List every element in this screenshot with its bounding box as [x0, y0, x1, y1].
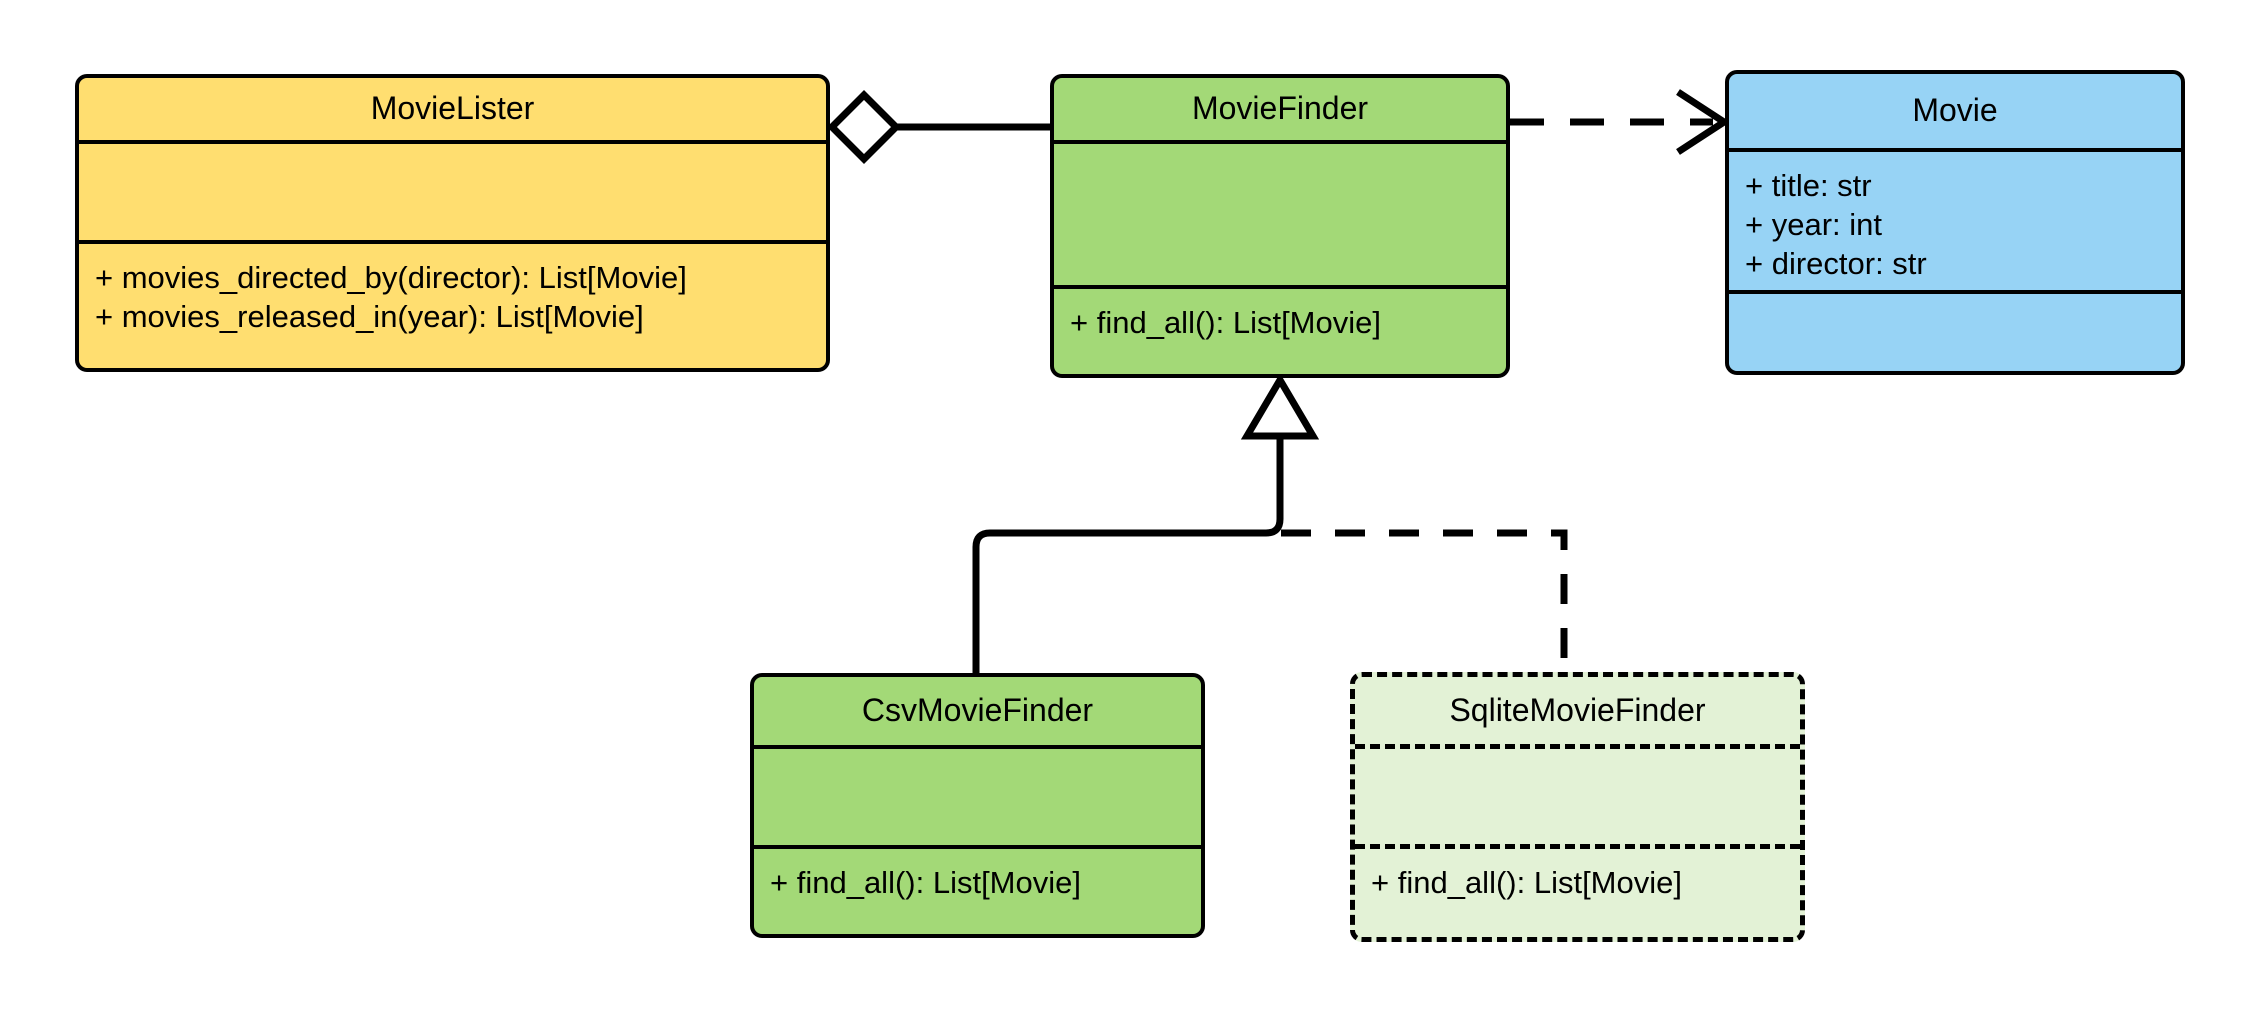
operation-row: + movies_directed_by(director): List[Mov… — [95, 260, 687, 295]
class-name-moviefinder: MovieFinder — [1054, 78, 1506, 144]
operation-row: + find_all(): List[Movie] — [1070, 305, 1381, 340]
operation-row: + find_all(): List[Movie] — [770, 865, 1081, 900]
class-box-sqlitemoviefinder[interactable]: SqliteMovieFinder + find_all(): List[Mov… — [1350, 672, 1805, 942]
class-box-moviefinder[interactable]: MovieFinder + find_all(): List[Movie] — [1050, 74, 1510, 378]
attribute-row: + title: str — [1745, 168, 1872, 203]
hollow-triangle-marker — [1240, 373, 1320, 440]
class-name-movielister: MovieLister — [79, 78, 826, 144]
realization-dashed-path — [1281, 529, 1568, 672]
class-attributes-movielister — [79, 144, 826, 244]
class-box-movie[interactable]: Movie + title: str + year: int + directo… — [1725, 70, 2185, 375]
class-name-sqlitemoviefinder: SqliteMovieFinder — [1355, 677, 1800, 749]
class-operations-sqlitemoviefinder: + find_all(): List[Movie] — [1355, 849, 1800, 937]
class-operations-movie — [1729, 294, 2181, 371]
class-name-movie: Movie — [1729, 74, 2181, 152]
open-arrow-marker — [1676, 89, 1731, 155]
class-box-movielister[interactable]: MovieLister + movies_directed_by(directo… — [75, 74, 830, 372]
class-attributes-csvmoviefinder — [754, 749, 1201, 849]
class-operations-csvmoviefinder: + find_all(): List[Movie] — [754, 849, 1201, 934]
class-box-csvmoviefinder[interactable]: CsvMovieFinder + find_all(): List[Movie] — [750, 673, 1205, 938]
operation-row: + movies_released_in(year): List[Movie] — [95, 299, 644, 335]
class-attributes-movie: + title: str + year: int + director: str — [1729, 152, 2181, 294]
relationship-aggregation-movielister-moviefinder[interactable] — [827, 90, 1050, 164]
relationship-generalization-csvmoviefinder-moviefinder[interactable] — [972, 373, 1320, 673]
hollow-diamond-marker — [827, 90, 901, 164]
relationship-dependency-moviefinder-movie[interactable] — [1510, 89, 1731, 155]
class-operations-moviefinder: + find_all(): List[Movie] — [1054, 289, 1506, 374]
class-attributes-sqlitemoviefinder — [1355, 749, 1800, 849]
attribute-row: + director: str — [1745, 246, 1927, 282]
generalization-solid-path — [972, 436, 1284, 673]
class-operations-movielister: + movies_directed_by(director): List[Mov… — [79, 244, 826, 368]
attribute-row: + year: int — [1745, 207, 1882, 243]
class-attributes-moviefinder — [1054, 144, 1506, 289]
class-name-csvmoviefinder: CsvMovieFinder — [754, 677, 1201, 749]
relationship-realization-sqlitemoviefinder-moviefinder[interactable] — [1281, 529, 1568, 672]
operation-row: + find_all(): List[Movie] — [1371, 865, 1682, 900]
